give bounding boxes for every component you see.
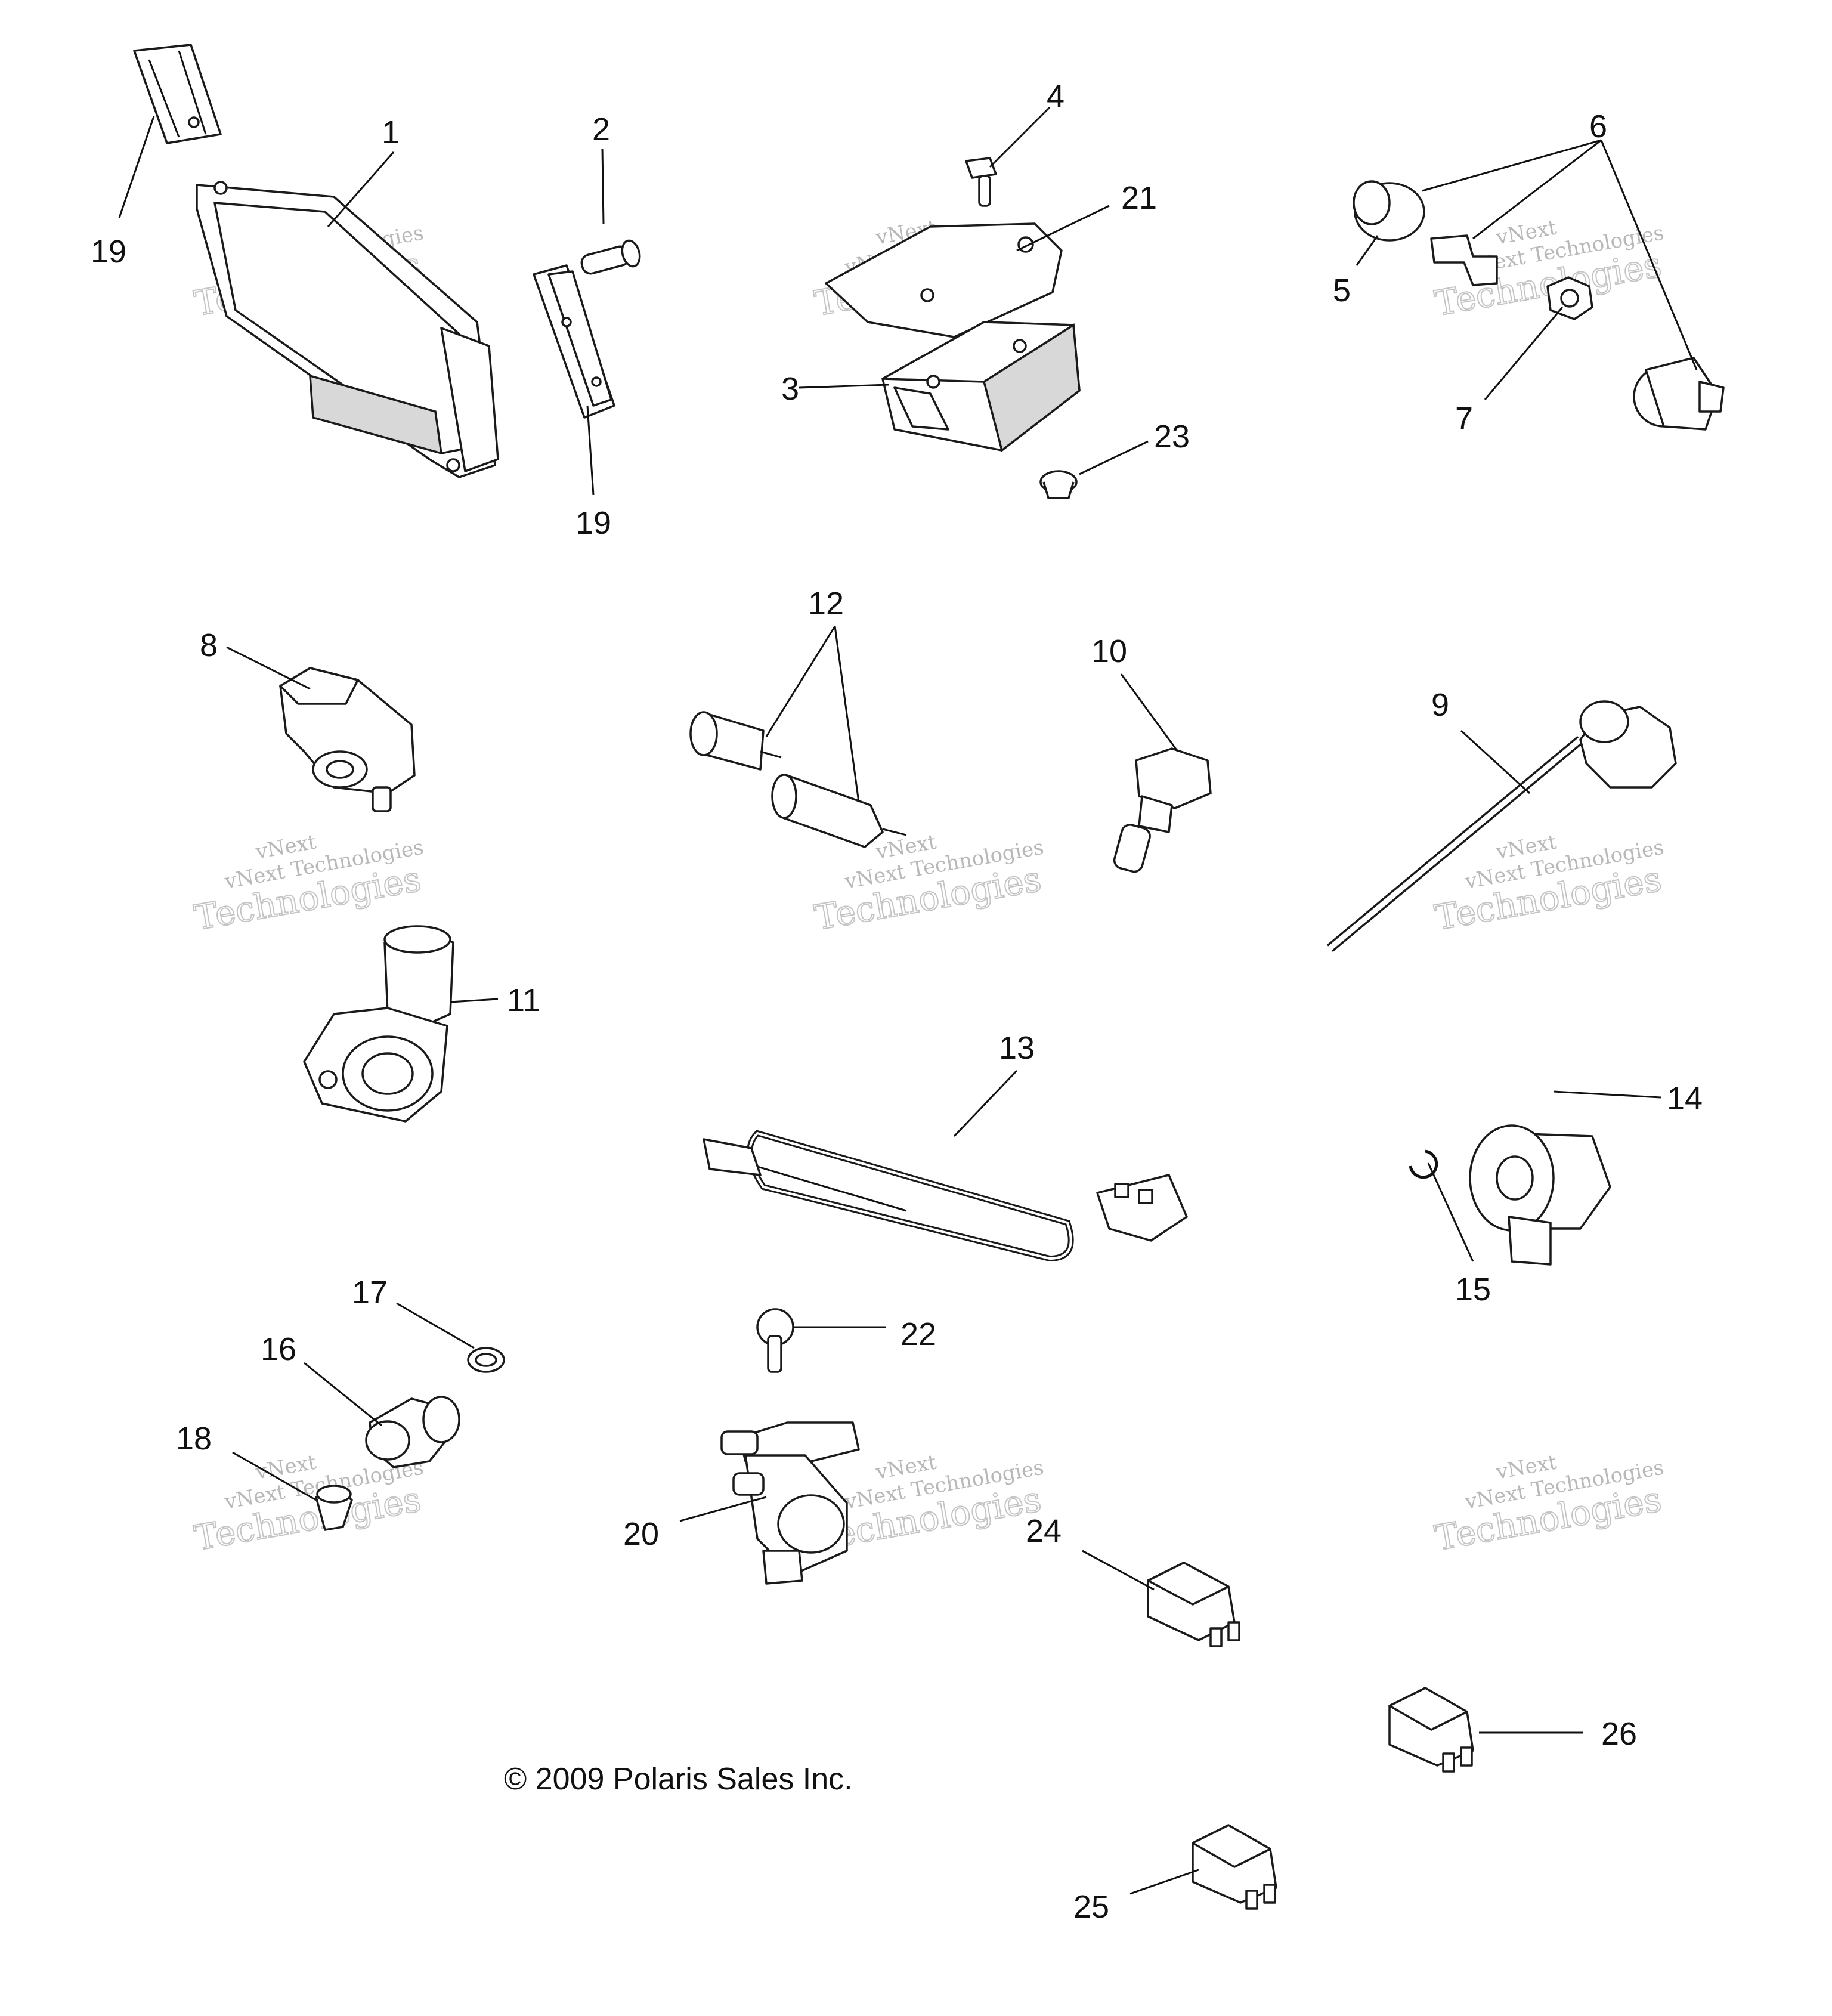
callout-7: 7 (1455, 401, 1473, 437)
callout-20: 20 (623, 1516, 659, 1552)
watermark-9: vNext vNext Technologies Technologies (1431, 1450, 1666, 1559)
watermark-4: vNext vNext Technologies Technologies (191, 830, 425, 938)
callout-22: 22 (900, 1316, 936, 1352)
part-16-elbow-sensor (365, 1396, 460, 1468)
callout-23: 23 (1154, 419, 1190, 454)
part-24-switch (1147, 1562, 1240, 1647)
callout-6: 6 (1589, 109, 1607, 144)
part-12-relay-b (771, 774, 907, 848)
callout-8: 8 (200, 627, 218, 663)
part-25-switch (1192, 1824, 1277, 1910)
callout-11: 11 (507, 982, 540, 1018)
part-17-oring (467, 1347, 505, 1373)
callout-25: 25 (1073, 1889, 1109, 1925)
part-11-tps (303, 925, 454, 1123)
part-20-iac-valve (720, 1421, 860, 1585)
callout-26: 26 (1601, 1716, 1637, 1752)
part-9-speed-sensor (1326, 700, 1677, 953)
callout-2: 2 (592, 112, 610, 147)
part-2-bolt (580, 239, 641, 275)
part-13-harness (703, 1130, 1188, 1262)
callout-17: 17 (352, 1275, 388, 1310)
callout-4: 4 (1047, 79, 1064, 115)
part-6-switch (1633, 357, 1725, 431)
part-7-nut (1546, 276, 1593, 320)
part-10-temp-sensor (1113, 747, 1212, 873)
part-8-map-sensor (279, 667, 416, 812)
callout-1: 1 (382, 115, 400, 150)
part-23-plug (1039, 470, 1078, 499)
callout-13: 13 (999, 1030, 1035, 1066)
callout-16: 16 (261, 1331, 296, 1367)
part-26-switch (1388, 1687, 1474, 1773)
part-14-knock-sensor (1469, 1124, 1611, 1266)
part-4-screw (965, 157, 997, 207)
callout-9: 9 (1431, 687, 1449, 723)
callout-14: 14 (1667, 1081, 1703, 1117)
part-22-screw (756, 1308, 794, 1373)
callout-21: 21 (1121, 180, 1157, 216)
callout-labels: 1 2 3 4 5 6 7 8 9 10 11 12 13 14 15 16 1… (91, 79, 1703, 1925)
part-5-cap (1353, 180, 1425, 242)
copyright-text: © 2009 Polaris Sales Inc. (504, 1762, 853, 1797)
callout-5: 5 (1333, 273, 1351, 308)
callout-15: 15 (1455, 1272, 1491, 1307)
part-18-bolt (315, 1485, 353, 1531)
part-6-key (1430, 234, 1498, 286)
part-3-module (881, 321, 1081, 452)
callout-12: 12 (808, 586, 844, 622)
callout-10: 10 (1091, 633, 1127, 669)
callout-19-top: 19 (91, 234, 126, 270)
callout-24: 24 (1026, 1513, 1062, 1549)
part-19-bracket-top (133, 44, 222, 144)
callout-3: 3 (781, 371, 799, 407)
callout-18: 18 (176, 1421, 212, 1457)
part-19-bracket-middle (533, 264, 615, 419)
watermark-6: vNext vNext Technologies Technologies (1431, 830, 1666, 938)
part-21-cover (825, 222, 1063, 338)
callout-19-middle: 19 (575, 505, 611, 541)
part-12-relay-a (689, 711, 782, 771)
leader-lines (118, 106, 1698, 1895)
part-1-ecu (196, 181, 499, 478)
